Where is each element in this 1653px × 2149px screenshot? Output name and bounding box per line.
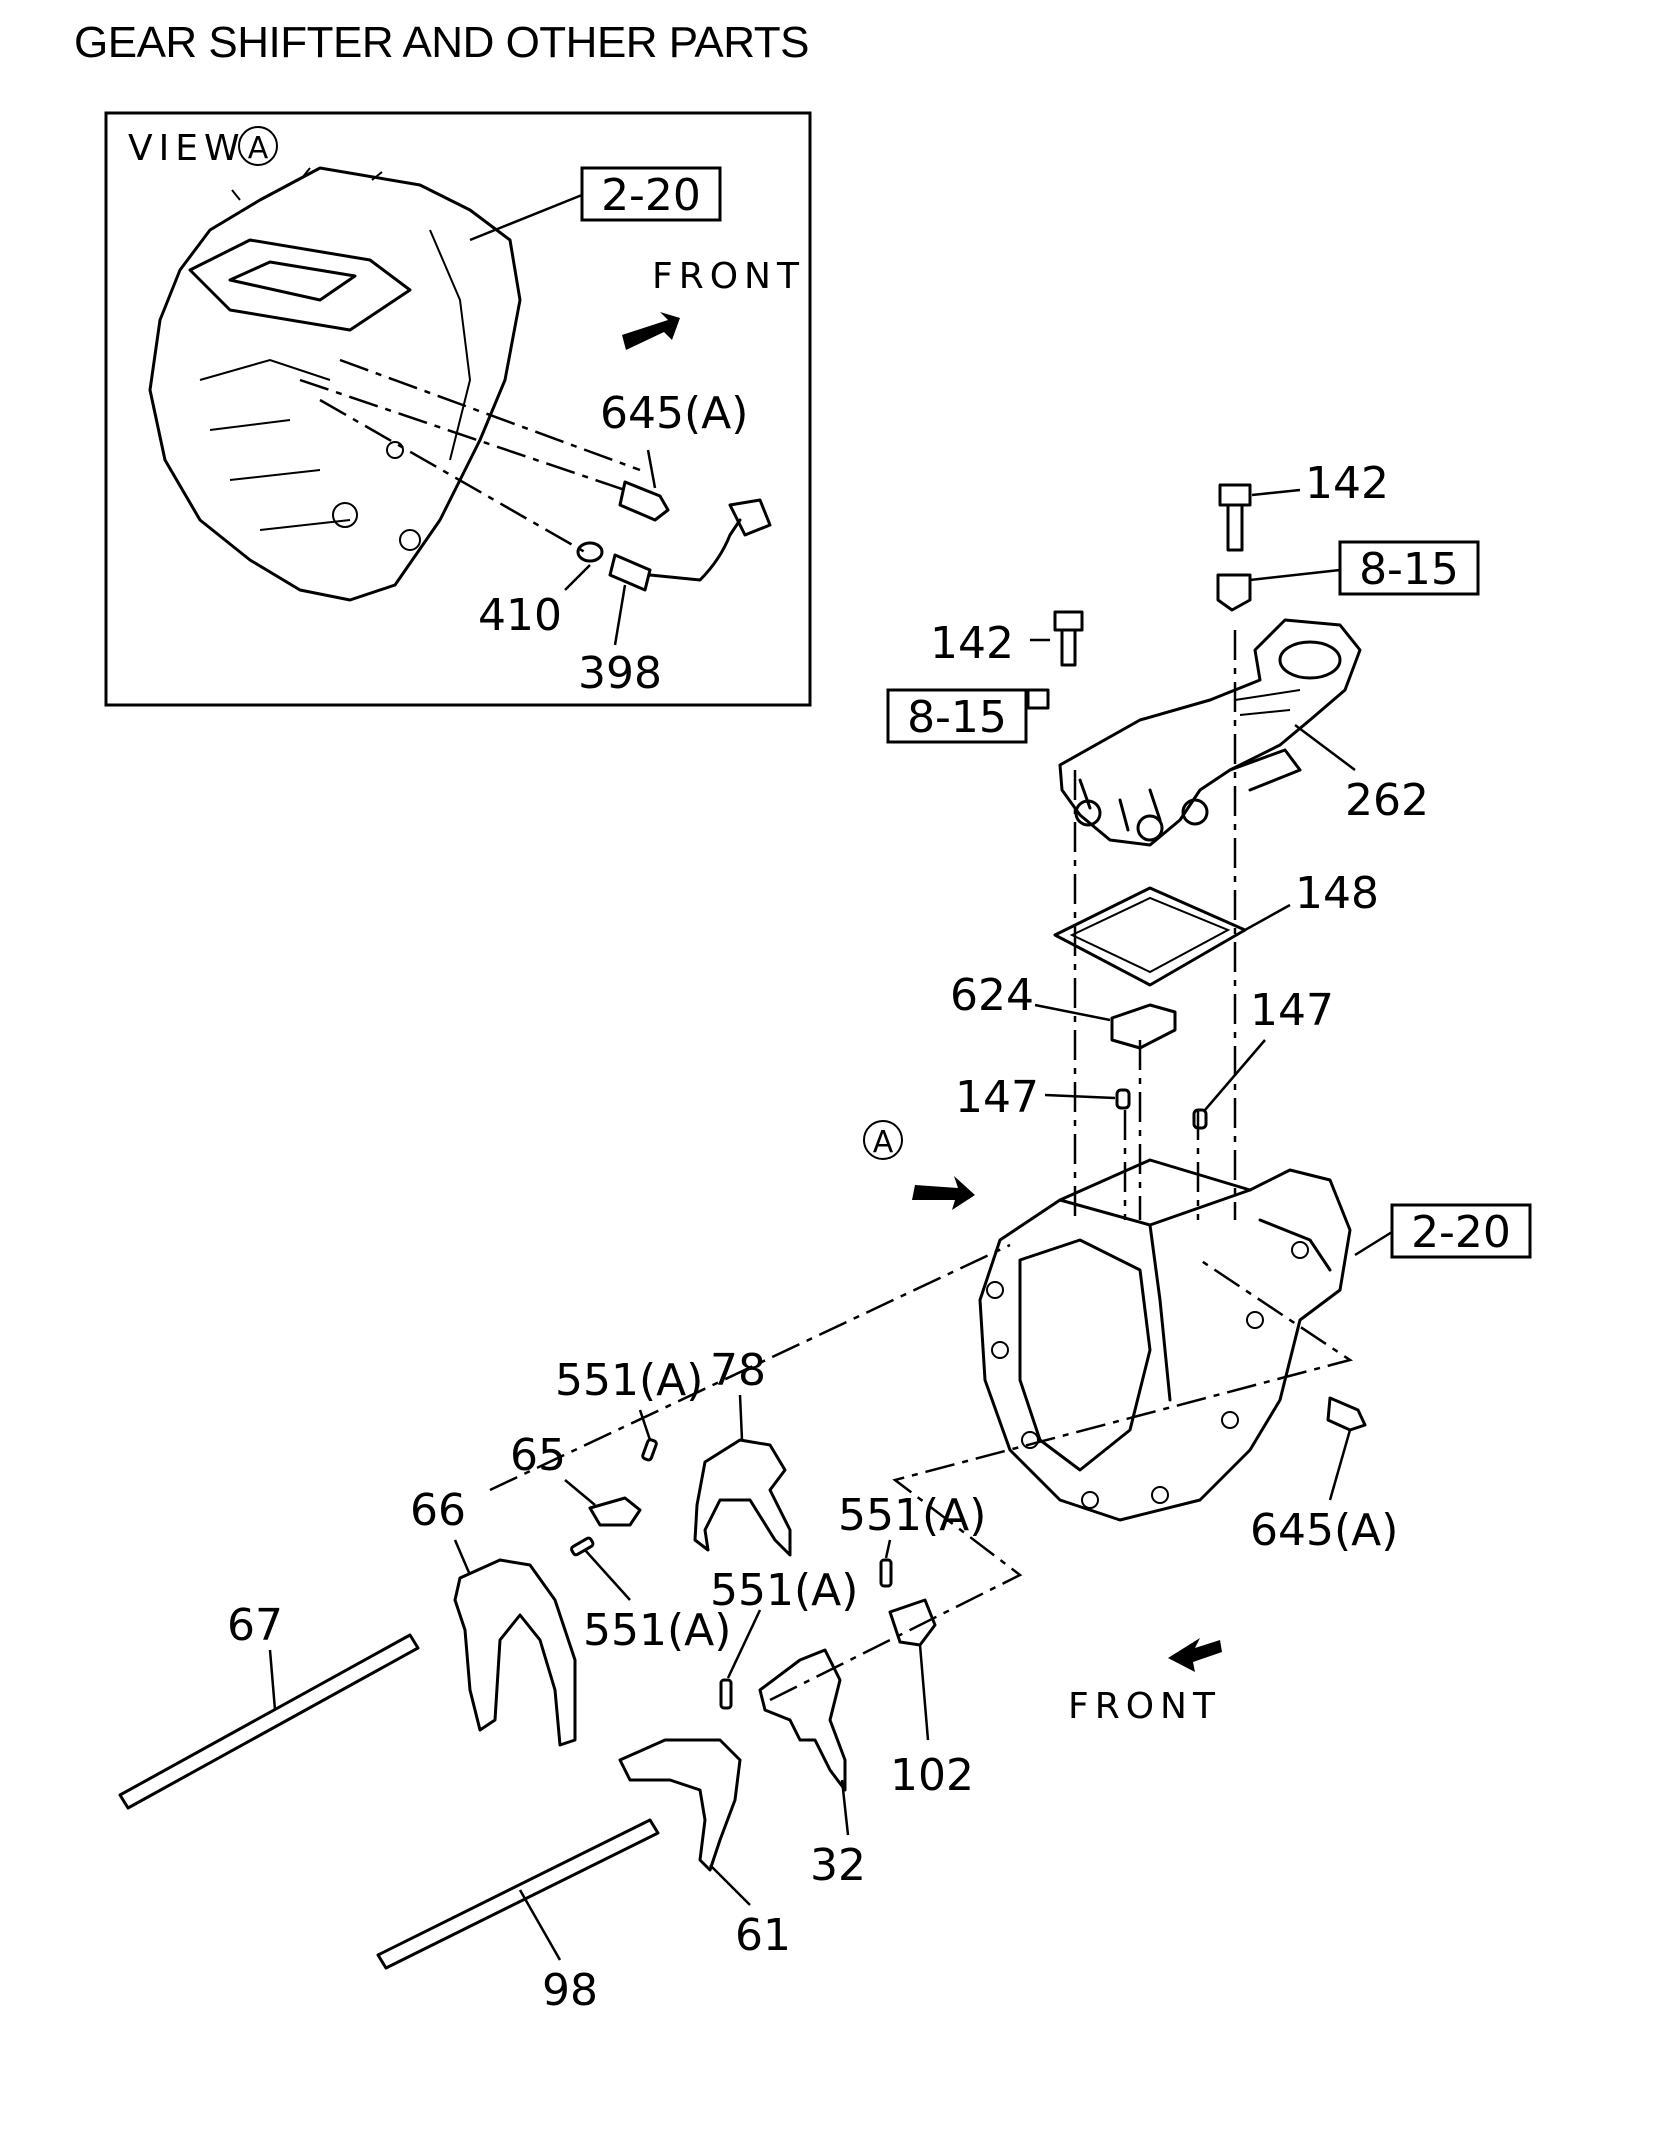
part-65 (588, 1496, 642, 1527)
main-exploded-view: A FRONT 8-15 8-15 2-20 142 142 262 148 6… (118, 458, 1532, 2016)
callout-142-lower: 142 (930, 618, 1014, 669)
part-262-shift-cover (1058, 618, 1362, 847)
callout-624: 624 (950, 970, 1034, 1021)
callout-142-upper: 142 (1305, 458, 1389, 509)
ref-box-8-15-upper (1338, 540, 1480, 596)
part-98-rod (376, 1818, 660, 1970)
inset-sensor-645a (618, 480, 670, 522)
part-66-fork (453, 1558, 577, 1747)
callout-61: 61 (735, 1910, 791, 1961)
callout-551a-upper: 551(A) (555, 1355, 703, 1406)
callout-262: 262 (1345, 775, 1429, 826)
inset-case-drawing (148, 166, 522, 602)
inset-view-marker: A (248, 131, 269, 166)
part-bracket-lower (1026, 688, 1050, 710)
callout-551a-mid: 551(A) (583, 1605, 731, 1656)
callout-551a-lower: 551(A) (710, 1565, 858, 1616)
part-102 (888, 1598, 937, 1647)
inset-view-a: VIEW A FRONT 2-20 645 (104, 111, 812, 707)
axis-shift-lower (769, 1258, 1354, 1702)
ref-box-8-15-lower-label: 8-15 (907, 692, 1007, 743)
callout-98: 98 (542, 1965, 598, 2016)
main-front-arrow (1168, 1638, 1222, 1672)
inset-axis-2 (339, 358, 641, 472)
part-551a-4 (719, 1678, 733, 1710)
inset-callout-398: 398 (578, 648, 662, 699)
callout-147-right: 147 (1250, 985, 1334, 1036)
part-142-bolt-lower (1053, 610, 1084, 667)
ref-box-2-20 (1390, 1203, 1532, 1259)
part-32-fork (758, 1648, 847, 1792)
callout-65: 65 (510, 1430, 566, 1481)
part-645a-sensor (1326, 1396, 1367, 1432)
part-551a-1 (641, 1438, 658, 1462)
ref-box-8-15-lower (886, 688, 1028, 744)
inset-ref-box (580, 166, 722, 222)
inset-front-arrow (622, 312, 680, 350)
part-147-right (1192, 1108, 1208, 1130)
main-front-label: FRONT (1068, 1686, 1221, 1727)
part-551a-3 (879, 1558, 893, 1588)
inset-ref-box-label: 2-20 (601, 170, 701, 221)
callout-78: 78 (710, 1345, 766, 1396)
callout-147-left: 147 (955, 1072, 1039, 1123)
inset-sensor-398 (608, 518, 742, 592)
ref-box-2-20-label: 2-20 (1411, 1207, 1511, 1258)
callout-148: 148 (1295, 868, 1379, 919)
inset-connector (728, 498, 772, 537)
inset-view-label: VIEW (128, 128, 246, 169)
axis-shift-upper (489, 1243, 1011, 1492)
part-147-left (1115, 1088, 1131, 1110)
main-view-marker: A (873, 1125, 894, 1160)
callout-32: 32 (810, 1840, 866, 1891)
part-bracket-upper (1216, 573, 1252, 612)
inset-view-circle (238, 126, 278, 166)
part-67-rod (118, 1633, 420, 1810)
callout-66: 66 (410, 1485, 466, 1536)
part-61-fork (618, 1738, 742, 1872)
callout-551a-right: 551(A) (838, 1490, 986, 1541)
ref-box-8-15-upper-label: 8-15 (1359, 544, 1459, 595)
part-78-fork (693, 1438, 792, 1557)
main-a-arrow (912, 1176, 975, 1210)
part-142-bolt-upper (1218, 483, 1252, 552)
part-551a-2 (570, 1536, 595, 1557)
inset-front-label: FRONT (652, 256, 805, 297)
page-title: GEAR SHIFTER AND OTHER PARTS (74, 18, 809, 67)
part-case-2-20 (978, 1158, 1352, 1522)
main-view-circle (863, 1120, 903, 1160)
inset-frame (104, 111, 812, 707)
inset-axis-3 (319, 398, 591, 557)
inset-washer-410 (576, 541, 604, 563)
callout-67: 67 (227, 1600, 283, 1651)
inset-axis-1 (299, 378, 626, 492)
part-624 (1110, 1003, 1177, 1050)
inset-callout-410: 410 (478, 590, 562, 641)
inset-callout-645a: 645(A) (600, 388, 748, 439)
callout-102: 102 (890, 1750, 974, 1801)
callout-645a-main: 645(A) (1250, 1505, 1398, 1556)
